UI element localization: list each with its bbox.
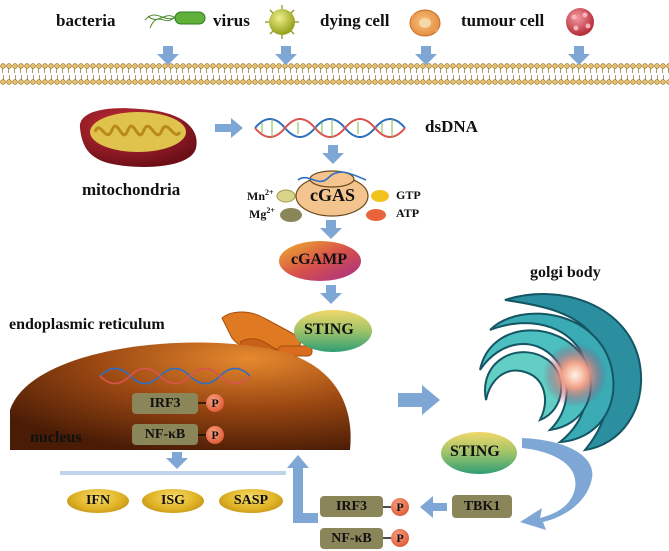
cyto-irf3-box: IRF3 [320, 496, 383, 517]
sting-er [294, 310, 372, 352]
atp-label: ATP [396, 206, 420, 220]
arrow-tbk1-to-irf3 [420, 496, 447, 518]
mn-symbol: Mn [247, 189, 265, 203]
cgamp-label: cGAMP [291, 251, 347, 268]
mn-ion-icon [276, 189, 296, 203]
mg-symbol: Mg [249, 207, 267, 221]
source-arrows [157, 46, 590, 65]
dying-cell-label: dying cell [320, 11, 390, 30]
tumour-cell-icon [566, 8, 594, 36]
output-isg: ISG [142, 489, 204, 513]
cgas-bound-dna [297, 171, 367, 183]
golgi-icon [479, 293, 643, 452]
sting-er-label: STING [304, 321, 354, 338]
arrow-dsdna-to-cgas [322, 145, 344, 164]
mg-ion-icon [280, 208, 302, 222]
cgas-label: cGAS [310, 185, 355, 205]
mg-label: Mg2+ [249, 206, 275, 222]
dying-cell-icon [409, 9, 441, 37]
dsdna-label: dsDNA [425, 117, 478, 136]
output-sasp: SASP [219, 489, 283, 513]
mn-charge: 2+ [265, 188, 274, 197]
mn-label: Mn2+ [247, 188, 274, 204]
tbk1-box: TBK1 [452, 495, 512, 518]
golgi-label: golgi body [530, 264, 601, 281]
nucleus-dna [99, 367, 251, 385]
cyto-irf3-phospho-icon: P [391, 498, 409, 516]
arrow-cgas-to-cgamp [320, 220, 342, 239]
cyto-nfkb-box: NF-κB [320, 528, 383, 549]
nucleus-nfkb-phospho-icon: P [206, 426, 224, 444]
er-label: endoplasmic reticulum [9, 316, 165, 333]
virus-label: virus [213, 11, 250, 30]
bacteria-icon [144, 11, 206, 29]
gtp-icon [371, 190, 389, 202]
sting-golgi-label: STING [450, 443, 500, 460]
arrow-sting-to-tbk1 [520, 438, 593, 530]
output-bar [60, 471, 286, 475]
mitochondria-icon [79, 108, 197, 167]
arrow-return-to-nucleus [287, 455, 318, 523]
nucleus-nfkb-box: NF-κB [132, 424, 198, 445]
cgamp-molecule [279, 241, 361, 281]
output-ifn: IFN [67, 489, 129, 513]
nucleus-label: nucleus [30, 429, 82, 446]
mg-charge: 2+ [266, 206, 275, 215]
nucleus-irf3-box: IRF3 [132, 393, 198, 414]
arrow-cgamp-to-sting [320, 285, 342, 304]
atp-icon [366, 209, 386, 221]
sting-golgi [441, 432, 517, 474]
tumour-cell-label: tumour cell [461, 11, 545, 30]
cyto-nfkb-phospho-icon: P [391, 529, 409, 547]
bacteria-label: bacteria [56, 11, 116, 30]
cell-membrane [0, 63, 669, 85]
virus-icon [265, 5, 299, 39]
dsdna-helix [254, 118, 406, 138]
arrow-mito-to-dsdna [215, 118, 243, 138]
gtp-label: GTP [396, 188, 421, 202]
mitochondria-label: mitochondria [82, 180, 181, 199]
arrow-nucleus-to-outputs [166, 452, 188, 469]
arrow-er-to-golgi [398, 385, 440, 415]
nucleus-irf3-phospho-icon: P [206, 394, 224, 412]
